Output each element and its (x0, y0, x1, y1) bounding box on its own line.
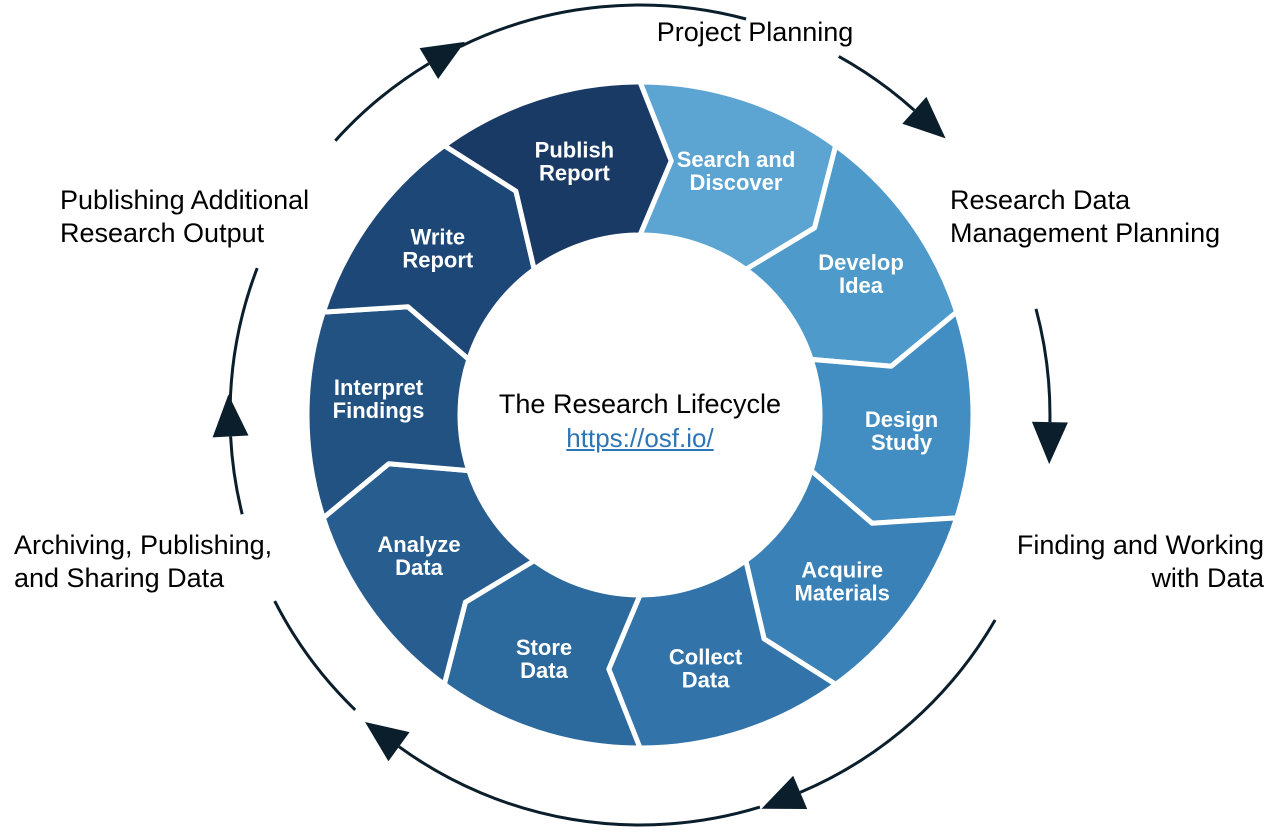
label-line: Research Data (950, 185, 1131, 215)
cycle-arc (273, 600, 357, 711)
segment-publish-report (441, 79, 674, 272)
label-line: and Sharing Data (14, 563, 225, 593)
cycle-arc (799, 619, 997, 794)
cycle-arc (1034, 308, 1052, 423)
cycle-arrowhead (902, 96, 946, 139)
label-line: Archiving, Publishing, (14, 530, 273, 560)
label-line: Project Planning (656, 17, 854, 47)
label-archiving-publishing-sharing-data: Archiving, Publishing, and Sharing Data (14, 529, 272, 595)
cycle-arc (228, 267, 259, 408)
cycle-arrowhead (1031, 421, 1068, 465)
cycle-arc (398, 745, 761, 827)
label-line: Finding and Working (1016, 530, 1264, 560)
label-project-planning: Project Planning (645, 16, 865, 49)
label-research-data-management-planning: Research Data Management Planning (950, 184, 1220, 250)
cycle-arc (838, 55, 916, 112)
label-line: Research Output (60, 218, 265, 248)
label-line: Management Planning (950, 218, 1221, 248)
label-line: Publishing Additional (60, 185, 310, 215)
center-text-block: The Research Lifecycle https://osf.io/ (440, 389, 840, 453)
cycle-arrowhead (761, 775, 808, 809)
cycle-arc (229, 436, 244, 515)
osf-link[interactable]: https://osf.io/ (566, 423, 714, 453)
cycle-arrowhead (419, 41, 465, 79)
center-title: The Research Lifecycle (498, 389, 782, 419)
cycle-arc (459, 3, 747, 48)
label-line: with Data (1151, 563, 1264, 593)
label-publishing-additional-research-output: Publishing Additional Research Output (60, 184, 309, 250)
cycle-arrowhead (365, 722, 410, 762)
label-finding-and-working-with-data: Finding and Working with Data (1017, 529, 1264, 595)
cycle-arc (334, 62, 430, 142)
cycle-arrowhead (212, 394, 249, 438)
